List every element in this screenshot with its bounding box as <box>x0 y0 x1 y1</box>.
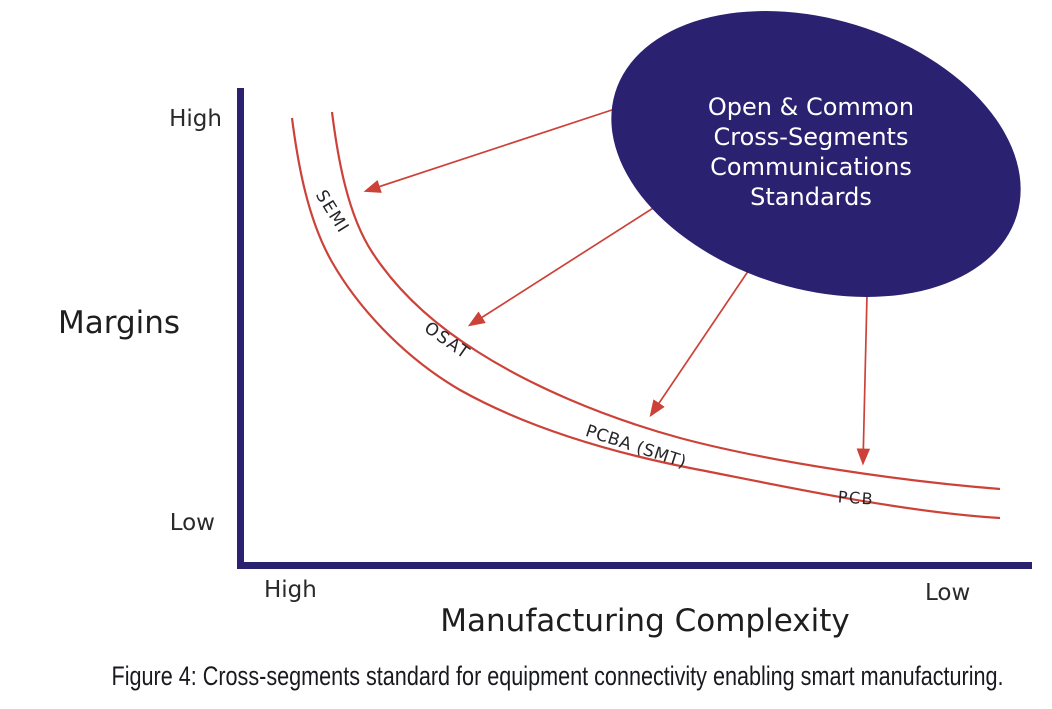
x-axis-high-label: High <box>264 577 317 603</box>
standards-ellipse-text: Open & Common Cross-Segments Communicati… <box>686 92 936 212</box>
x-axis-low-label: Low <box>925 580 971 606</box>
arrow-to-osat <box>467 195 673 327</box>
segment-label-pcb: PCB <box>837 487 875 509</box>
arrow-to-semi <box>363 103 631 193</box>
y-axis-low-label: Low <box>169 510 215 536</box>
standards-line-4: Standards <box>750 183 872 211</box>
figure-caption: Figure 4: Cross-segments standard for eq… <box>0 661 1052 692</box>
figure-caption-text: Figure 4: Cross-segments standard for eq… <box>111 661 1004 691</box>
standards-line-3: Communications <box>710 153 912 181</box>
y-axis-title: Margins <box>58 305 181 341</box>
margin-curve-lower <box>290 117 1001 520</box>
arrow-to-pcb <box>856 294 871 466</box>
margin-curve-upper <box>330 111 1001 491</box>
x-axis-title: Manufacturing Complexity <box>440 603 850 639</box>
standards-line-2: Cross-Segments <box>713 123 909 151</box>
y-axis-line <box>237 88 244 569</box>
arrow-to-pcba <box>649 257 758 418</box>
y-axis-high-label: High <box>169 106 222 132</box>
standards-line-1: Open & Common <box>707 93 915 121</box>
x-axis-line <box>237 562 1032 569</box>
